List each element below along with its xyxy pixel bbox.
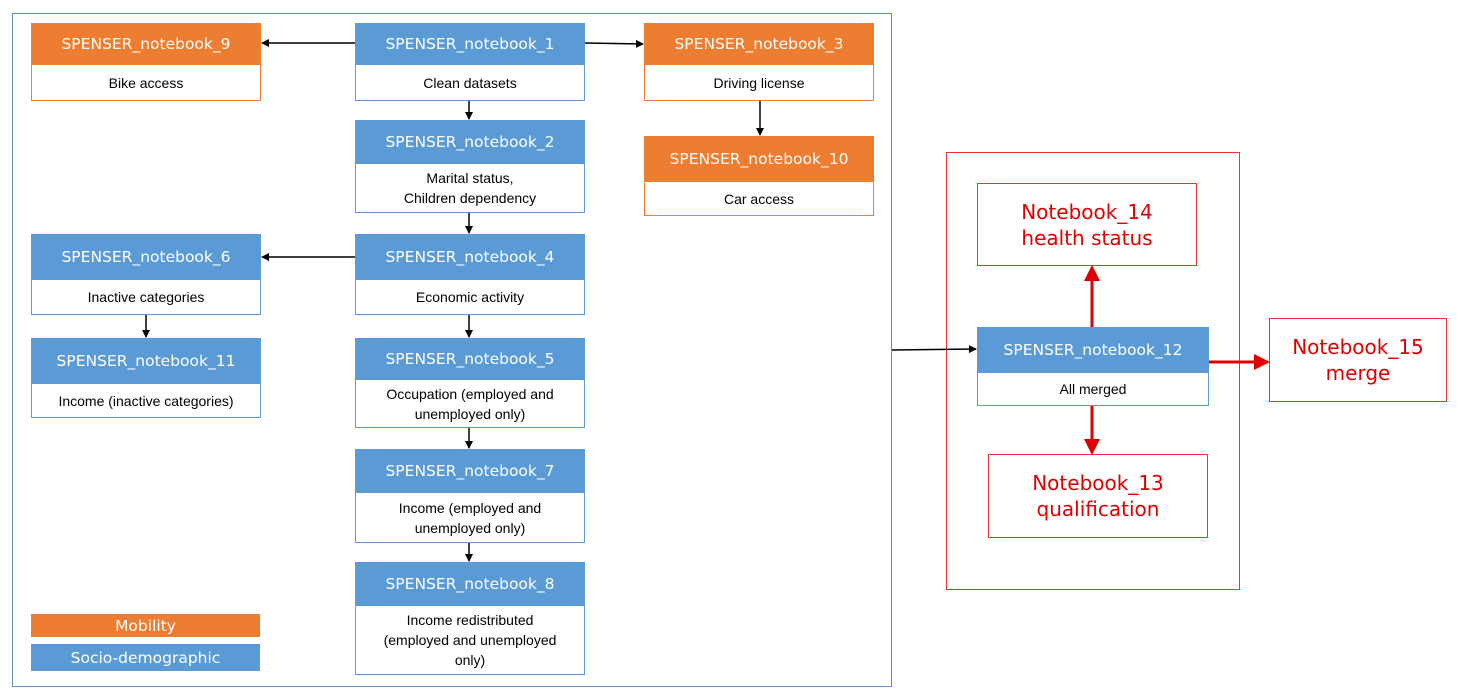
node-notebook-10-title: SPENSER_notebook_10 <box>644 136 874 182</box>
legend-mobility: Mobility <box>31 614 260 637</box>
node-notebook-6-title: SPENSER_notebook_6 <box>31 234 261 280</box>
node-notebook-4: SPENSER_notebook_4 Economic activity <box>355 234 585 315</box>
arrow-frame-to-nb12 <box>891 345 977 354</box>
node-notebook-5: SPENSER_notebook_5 Occupation (employed … <box>355 338 585 428</box>
node-notebook-1-label: Clean datasets <box>355 65 585 101</box>
node-notebook-10-label: Car access <box>644 182 874 216</box>
socio-demographic-pipeline-frame <box>12 13 892 687</box>
node-notebook-5-label: Occupation (employed and unemployed only… <box>355 380 585 428</box>
arrow-nb1-to-nb3 <box>584 39 644 48</box>
node-notebook-1: SPENSER_notebook_1 Clean datasets <box>355 23 585 101</box>
node-notebook-12-label: All merged <box>977 373 1209 406</box>
node-notebook-8: SPENSER_notebook_8 Income redistributed … <box>355 562 585 675</box>
node-notebook-11: SPENSER_notebook_11 Income (inactive cat… <box>31 338 261 418</box>
node-notebook-4-label: Economic activity <box>355 280 585 315</box>
node-notebook-9-label: Bike access <box>31 65 261 101</box>
node-notebook-4-title: SPENSER_notebook_4 <box>355 234 585 280</box>
node-notebook-7: SPENSER_notebook_7 Income (employed and … <box>355 449 585 543</box>
legend-socio-demographic: Socio-demographic <box>31 644 260 671</box>
node-notebook-7-label: Income (employed and unemployed only) <box>355 493 585 543</box>
node-notebook-8-title: SPENSER_notebook_8 <box>355 562 585 606</box>
node-notebook-2: SPENSER_notebook_2 Marital status, Child… <box>355 120 585 213</box>
node-notebook-11-label: Income (inactive categories) <box>31 384 261 418</box>
node-notebook-11-title: SPENSER_notebook_11 <box>31 338 261 384</box>
node-notebook-2-label: Marital status, Children dependency <box>355 164 585 213</box>
node-notebook-7-title: SPENSER_notebook_7 <box>355 449 585 493</box>
node-notebook-15: Notebook_15 merge <box>1269 318 1447 402</box>
node-notebook-1-title: SPENSER_notebook_1 <box>355 23 585 65</box>
node-notebook-8-label: Income redistributed (employed and unemp… <box>355 606 585 675</box>
node-notebook-9: SPENSER_notebook_9 Bike access <box>31 23 261 101</box>
node-notebook-3: SPENSER_notebook_3 Driving license <box>644 23 874 101</box>
node-notebook-12-title: SPENSER_notebook_12 <box>977 327 1209 373</box>
node-notebook-3-label: Driving license <box>644 65 874 101</box>
node-notebook-6-label: Inactive categories <box>31 280 261 315</box>
new-notebooks-frame <box>946 152 1240 590</box>
node-notebook-2-title: SPENSER_notebook_2 <box>355 120 585 164</box>
node-notebook-13: Notebook_13 qualification <box>988 454 1208 538</box>
node-notebook-5-title: SPENSER_notebook_5 <box>355 338 585 380</box>
node-notebook-14: Notebook_14 health status <box>977 183 1197 266</box>
node-notebook-6: SPENSER_notebook_6 Inactive categories <box>31 234 261 315</box>
node-notebook-10: SPENSER_notebook_10 Car access <box>644 136 874 216</box>
node-notebook-3-title: SPENSER_notebook_3 <box>644 23 874 65</box>
node-notebook-12: SPENSER_notebook_12 All merged <box>977 327 1209 406</box>
node-notebook-9-title: SPENSER_notebook_9 <box>31 23 261 65</box>
